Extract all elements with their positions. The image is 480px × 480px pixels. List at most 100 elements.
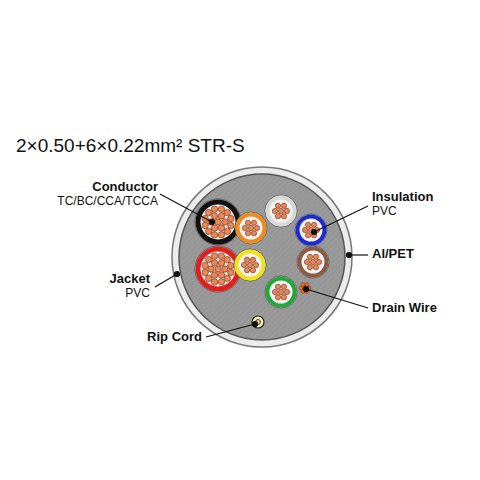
strand <box>248 225 253 230</box>
strand <box>278 208 283 213</box>
strand <box>304 259 309 264</box>
strand <box>275 284 280 289</box>
strand <box>272 289 277 294</box>
strand <box>241 262 246 267</box>
strand <box>281 295 286 300</box>
insulation-ring <box>238 215 265 242</box>
core-insulation <box>235 212 267 244</box>
strand <box>305 222 310 227</box>
strand <box>275 203 280 208</box>
core-insulation <box>234 249 266 281</box>
insulation-ring <box>300 249 327 276</box>
strand <box>281 214 286 219</box>
strand <box>205 256 211 262</box>
strand <box>253 262 258 267</box>
drain-wire <box>298 281 312 295</box>
strand <box>215 219 221 225</box>
core-insulation <box>265 276 297 308</box>
material-note: TC/BC/CCA/TCCA <box>57 195 158 208</box>
strand <box>218 225 224 231</box>
strand <box>245 220 250 225</box>
insulation-ring <box>237 252 264 279</box>
strand <box>211 253 217 259</box>
insulation-ring <box>268 279 295 306</box>
strand <box>228 215 234 221</box>
strand <box>211 213 217 219</box>
material-note: PVC <box>372 205 397 218</box>
title: 2×0.50+6×0.22mm² STR-S <box>16 136 245 157</box>
strand <box>205 275 211 281</box>
strand <box>228 222 234 228</box>
strand <box>278 289 283 294</box>
strand <box>228 262 234 268</box>
strand <box>218 253 224 259</box>
rip-cord <box>252 316 264 328</box>
strand <box>313 265 318 270</box>
strand <box>244 257 249 262</box>
insulation-ring <box>298 217 325 244</box>
strand <box>247 262 252 267</box>
strand <box>202 262 208 268</box>
strand <box>205 228 211 234</box>
strand <box>254 225 259 230</box>
strand <box>281 203 286 208</box>
strand <box>222 266 228 272</box>
strand <box>215 266 221 272</box>
strand <box>218 213 224 219</box>
strand <box>218 232 224 238</box>
jacket <box>172 167 352 347</box>
core-insulation <box>295 214 327 246</box>
strand <box>245 231 250 236</box>
core-insulation <box>297 246 329 278</box>
material-note: PVC <box>125 287 150 300</box>
strand <box>218 279 224 285</box>
strand <box>244 268 249 273</box>
strand <box>224 209 230 215</box>
strand <box>211 279 217 285</box>
strand <box>305 233 310 238</box>
strand <box>211 225 217 231</box>
strand <box>211 232 217 238</box>
insulation-ring <box>268 198 295 225</box>
leader-lines <box>155 194 368 337</box>
strand <box>228 269 234 275</box>
strand <box>302 227 307 232</box>
strand <box>307 265 312 270</box>
strand <box>242 225 247 230</box>
strand <box>224 275 230 281</box>
strand <box>208 266 214 272</box>
insulation-ring <box>198 249 238 289</box>
al-pet-shield <box>179 174 345 340</box>
strand <box>202 269 208 275</box>
part-name: Drain Wire <box>372 301 437 315</box>
strand <box>202 222 208 228</box>
strand <box>284 208 289 213</box>
strand <box>307 254 312 259</box>
insulation-ring <box>198 202 238 242</box>
strand <box>250 268 255 273</box>
strand <box>310 259 315 264</box>
strand <box>224 256 230 262</box>
strand <box>250 257 255 262</box>
strand <box>224 228 230 234</box>
core-insulation <box>195 199 241 245</box>
strand <box>281 284 286 289</box>
strand <box>218 272 224 278</box>
strand <box>211 206 217 212</box>
strand <box>218 260 224 266</box>
part-name: Conductor <box>92 180 158 194</box>
part-name: Rip Cord <box>147 330 202 344</box>
strand <box>311 222 316 227</box>
strand <box>218 206 224 212</box>
strand <box>205 209 211 215</box>
part-name: Al/PET <box>372 247 414 261</box>
part-name: Jacket <box>110 272 150 286</box>
core-insulation <box>265 195 297 227</box>
part-name: Insulation <box>372 190 433 204</box>
strand <box>222 219 228 225</box>
strand <box>275 214 280 219</box>
cores <box>195 195 329 328</box>
strand <box>251 231 256 236</box>
